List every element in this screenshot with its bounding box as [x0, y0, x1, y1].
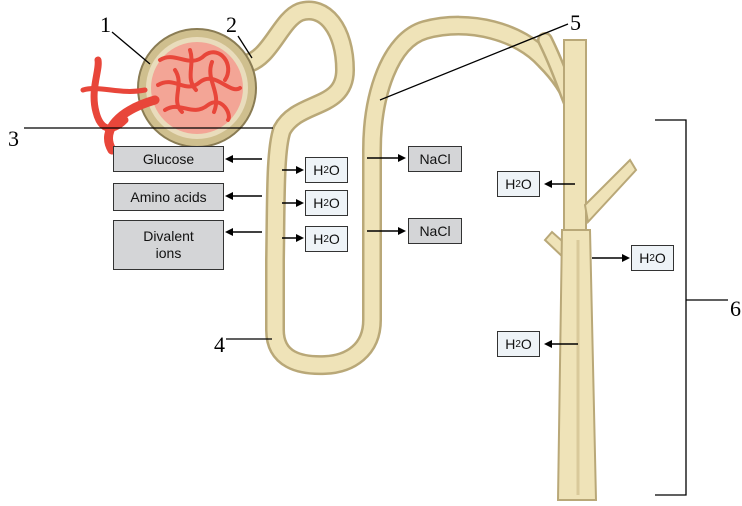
label-1: 1: [100, 14, 111, 36]
label-6: 6: [730, 298, 741, 320]
nacl-box: NaCl: [408, 218, 462, 244]
label-4: 4: [214, 334, 225, 356]
nacl-box: NaCl: [408, 146, 462, 172]
renal-corpuscle: [83, 29, 256, 150]
label-5: 5: [570, 12, 581, 34]
duct-side-branch-right: [585, 160, 636, 222]
collecting-duct: [545, 40, 636, 500]
divalent-ions-box: Divalent ions: [113, 220, 224, 270]
label-3: 3: [8, 128, 19, 150]
duct-upper: [564, 40, 586, 240]
amino-acids-box: Amino acids: [113, 183, 224, 211]
glucose-box: Glucose: [113, 146, 224, 172]
label-2: 2: [226, 14, 237, 36]
